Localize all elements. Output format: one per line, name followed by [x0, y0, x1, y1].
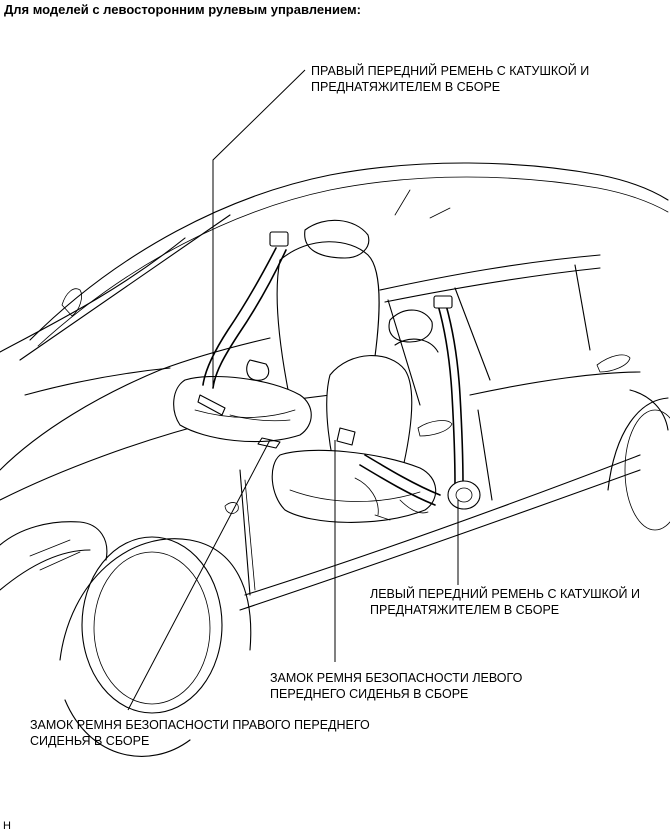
car-body — [0, 162, 670, 757]
callout-left-front-belt: ЛЕВЫЙ ПЕРЕДНИЙ РЕМЕНЬ С КАТУШКОЙ И ПРЕДН… — [370, 586, 640, 618]
figure-code: H — [3, 820, 11, 832]
callout-right-front-buckle-line1: ЗАМОК РЕМНЯ БЕЗОПАСНОСТИ ПРАВОГО ПЕРЕДНЕ… — [30, 718, 370, 732]
callout-right-front-belt: ПРАВЫЙ ПЕРЕДНИЙ РЕМЕНЬ С КАТУШКОЙ И ПРЕД… — [311, 63, 589, 95]
callout-right-front-belt-line1: ПРАВЫЙ ПЕРЕДНИЙ РЕМЕНЬ С КАТУШКОЙ И — [311, 64, 590, 78]
callout-right-front-belt-line2: ПРЕДНАТЯЖИТЕЛЕМ В СБОРЕ — [311, 80, 501, 94]
left-front-seat — [271, 309, 439, 523]
page-title: Для моделей с левосторонним рулевым упра… — [4, 2, 361, 17]
callout-right-front-buckle: ЗАМОК РЕМНЯ БЕЗОПАСНОСТИ ПРАВОГО ПЕРЕДНЕ… — [30, 717, 370, 749]
left-front-belt-assembly — [336, 295, 481, 521]
callout-left-front-buckle: ЗАМОК РЕМНЯ БЕЗОПАСНОСТИ ЛЕВОГО ПЕРЕДНЕГ… — [270, 670, 522, 702]
leader-lines — [127, 69, 459, 711]
callout-left-front-buckle-line1: ЗАМОК РЕМНЯ БЕЗОПАСНОСТИ ЛЕВОГО — [270, 671, 523, 685]
callout-left-front-belt-line2: ПРЕДНАТЯЖИТЕЛЕМ В СБОРЕ — [370, 603, 560, 617]
callout-right-front-buckle-line2: СИДЕНЬЯ В СБОРЕ — [30, 734, 150, 748]
callout-left-front-buckle-line2: ПЕРЕДНЕГО СИДЕНЬЯ В СБОРЕ — [270, 687, 469, 701]
right-front-belt-assembly — [197, 231, 291, 449]
callout-left-front-belt-line1: ЛЕВЫЙ ПЕРЕДНИЙ РЕМЕНЬ С КАТУШКОЙ И — [370, 587, 640, 601]
